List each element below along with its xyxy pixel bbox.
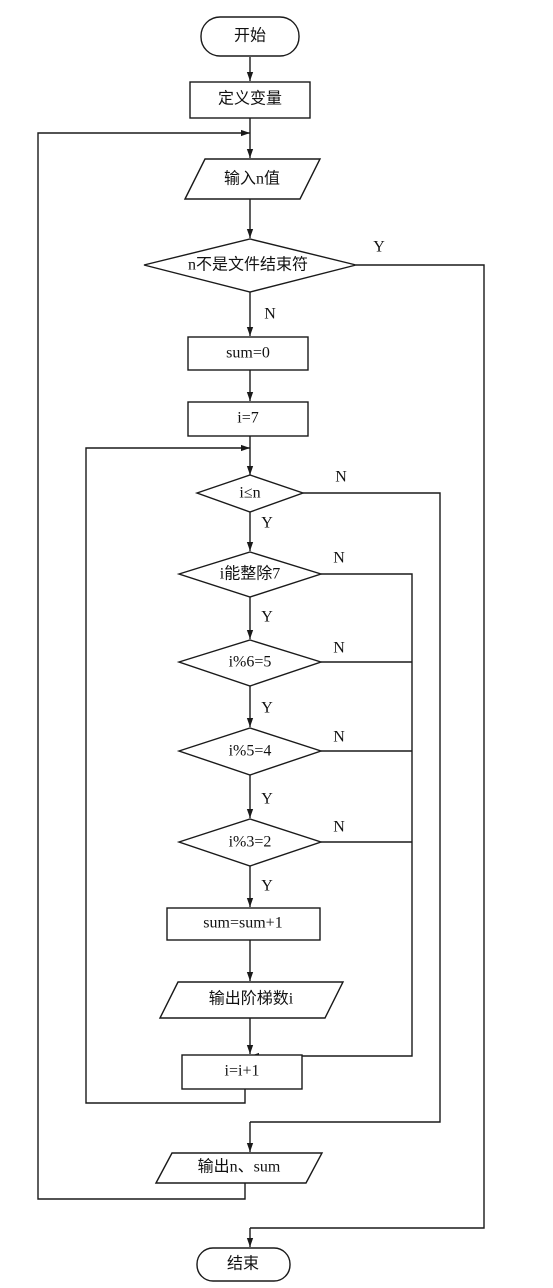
sum-zero-label: sum=0 [226, 345, 270, 362]
i-le-n-diamond [194, 474, 306, 513]
end-terminal [196, 1247, 291, 1282]
label-mod3-no: N [333, 819, 345, 836]
sum-zero-box [187, 336, 309, 371]
input-n-parallelogram [183, 158, 322, 200]
label-ile-yes: Y [261, 515, 273, 532]
sum-inc-box [166, 907, 321, 941]
mod3-label: i%3=2 [229, 834, 272, 851]
label-mod6-no: N [333, 640, 345, 657]
mod6-diamond [176, 639, 324, 687]
label-mod3-yes: Y [261, 878, 273, 895]
edge-div7-no [250, 573, 413, 1060]
label-eof-yes: Y [373, 239, 385, 256]
output-steps-parallelogram [158, 981, 345, 1019]
i-seven-label: i=7 [237, 410, 258, 427]
edge-eof-to-end [250, 264, 485, 1229]
mod3-diamond [176, 818, 324, 867]
define-vars-label: 定义变量 [218, 90, 282, 108]
not-eof-label: n不是文件结束符 [188, 256, 308, 274]
label-mod5-no: N [333, 729, 345, 746]
edge-ile-no [250, 492, 441, 1123]
label-eof-no: N [264, 306, 276, 323]
mod6-label: i%6=5 [229, 654, 272, 671]
label-mod5-yes: Y [261, 791, 273, 808]
mod5-label: i%5=4 [229, 743, 272, 760]
output-steps-label: 输出阶梯数i [209, 990, 294, 1008]
edge-inner-loop [85, 444, 250, 1104]
i-inc-label: i=i+1 [225, 1063, 260, 1080]
label-div7-no: N [333, 550, 345, 567]
end-label: 结束 [227, 1255, 259, 1273]
output-n-sum-label: 输出n、sum [198, 1158, 281, 1176]
div7-label: i能整除7 [220, 565, 280, 583]
input-n-label: 输入n值 [224, 170, 280, 188]
define-vars-box [189, 81, 311, 119]
div7-diamond [176, 551, 324, 598]
start-terminal [200, 16, 300, 57]
i-seven-box [187, 401, 309, 437]
label-ile-no: N [335, 469, 347, 486]
mod5-diamond [176, 727, 324, 776]
start-label: 开始 [234, 27, 266, 45]
not-eof-diamond [143, 238, 357, 293]
sum-inc-label: sum=sum+1 [203, 915, 282, 932]
label-div7-yes: Y [261, 609, 273, 626]
output-n-sum-parallelogram [154, 1152, 324, 1184]
i-inc-box [181, 1054, 303, 1090]
label-mod6-yes: Y [261, 700, 273, 717]
edge-loop-to-input [37, 129, 250, 1200]
i-le-n-label: i≤n [239, 485, 260, 502]
